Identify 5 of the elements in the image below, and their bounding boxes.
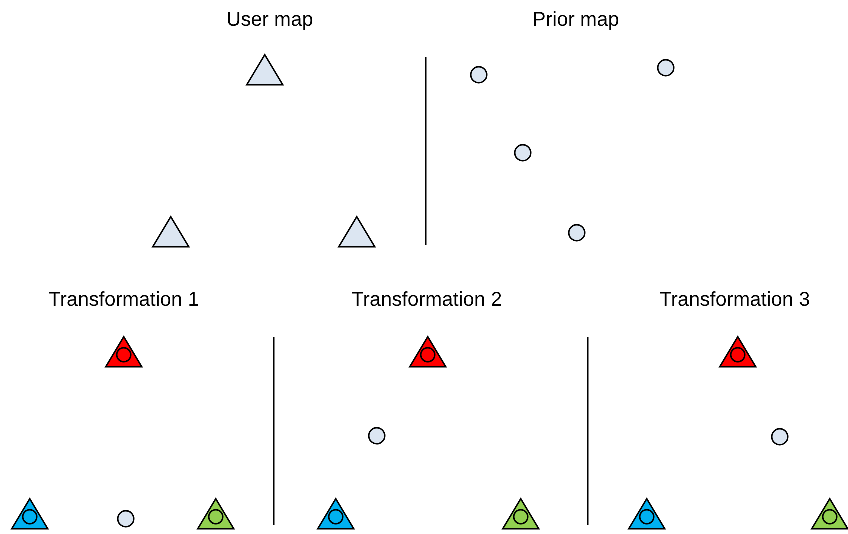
panel-title: Transformation 2 [352, 288, 502, 312]
panel-title: Transformation 3 [660, 288, 810, 312]
panel-title: Transformation 1 [48, 288, 200, 312]
panel-title: Prior map [532, 8, 620, 32]
panel-title: User map [226, 8, 314, 32]
